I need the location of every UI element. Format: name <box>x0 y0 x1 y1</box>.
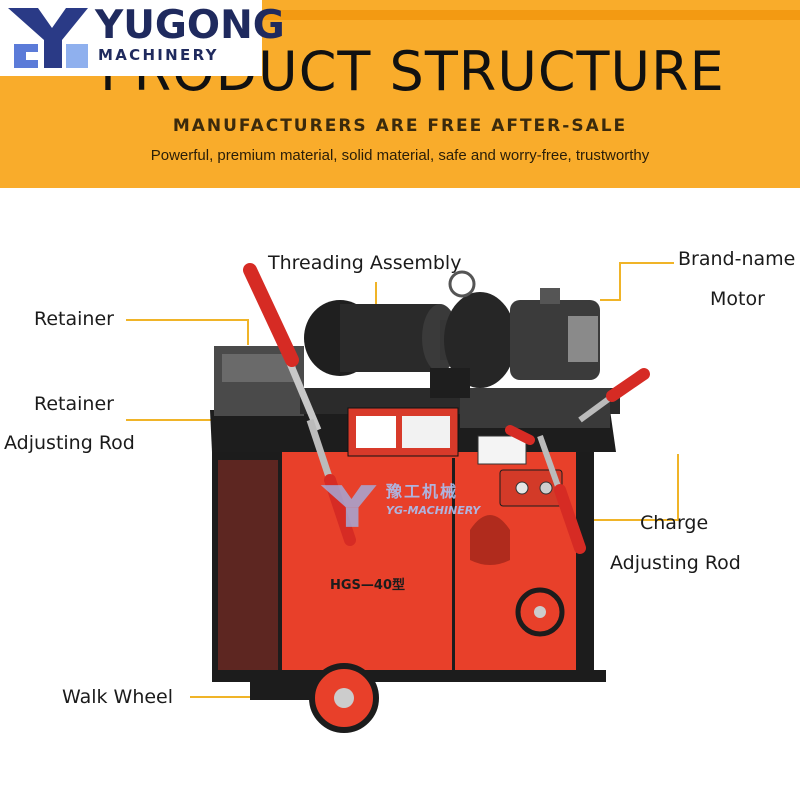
right-carriage <box>460 388 610 428</box>
cabinet-left-side <box>212 452 282 682</box>
brand-logo[interactable]: YUGONG MACHINERY <box>0 0 285 76</box>
header-banner: PRODUCT STRUCTURE MANUFACTURERS ARE FREE… <box>0 0 800 188</box>
cabinet-door-divider <box>452 458 455 670</box>
logo-subtitle: MACHINERY <box>98 46 219 64</box>
left-side-panel <box>218 460 278 670</box>
machine-bed <box>214 346 620 465</box>
leader-motor <box>600 262 674 301</box>
yugong-logo-icon <box>8 8 88 68</box>
label-brand-name: Brand-name <box>678 248 796 270</box>
logo-wordmark: YUGONG <box>95 3 285 48</box>
watermark-en: YG-MACHINERY <box>386 504 481 517</box>
leader-retainer <box>126 319 249 345</box>
nameplate <box>477 435 527 465</box>
label-motor: Motor <box>710 288 765 310</box>
worker-emblem <box>470 515 510 565</box>
cabinet-right-side <box>576 452 594 676</box>
watermark-cn: 豫工机械 <box>386 482 459 501</box>
threading-assembly <box>304 270 516 398</box>
banner-top-stripe <box>262 10 800 20</box>
label-threading-assembly: Threading Assembly <box>268 252 462 274</box>
label-retainer-adjusting-2: Adjusting Rod <box>4 432 135 454</box>
label-charge-1: Charge <box>640 512 709 534</box>
label-walk-wheel: Walk Wheel <box>62 686 174 708</box>
leader-charge <box>560 454 679 521</box>
walk-wheels <box>250 587 565 733</box>
label-retainer: Retainer <box>34 308 114 330</box>
watermark-logo-icon <box>320 485 377 527</box>
banner-subtitle: MANUFACTURERS ARE FREE AFTER-SALE <box>172 116 628 136</box>
machine-illustration <box>126 262 679 733</box>
banner-tagline: Powerful, premium material, solid materi… <box>150 147 650 164</box>
machine-model-label: HGS—40型 <box>330 578 406 593</box>
brand-motor <box>510 288 600 380</box>
label-charge-2: Adjusting Rod <box>610 552 741 574</box>
label-retainer-adjusting-1: Retainer <box>34 393 114 415</box>
